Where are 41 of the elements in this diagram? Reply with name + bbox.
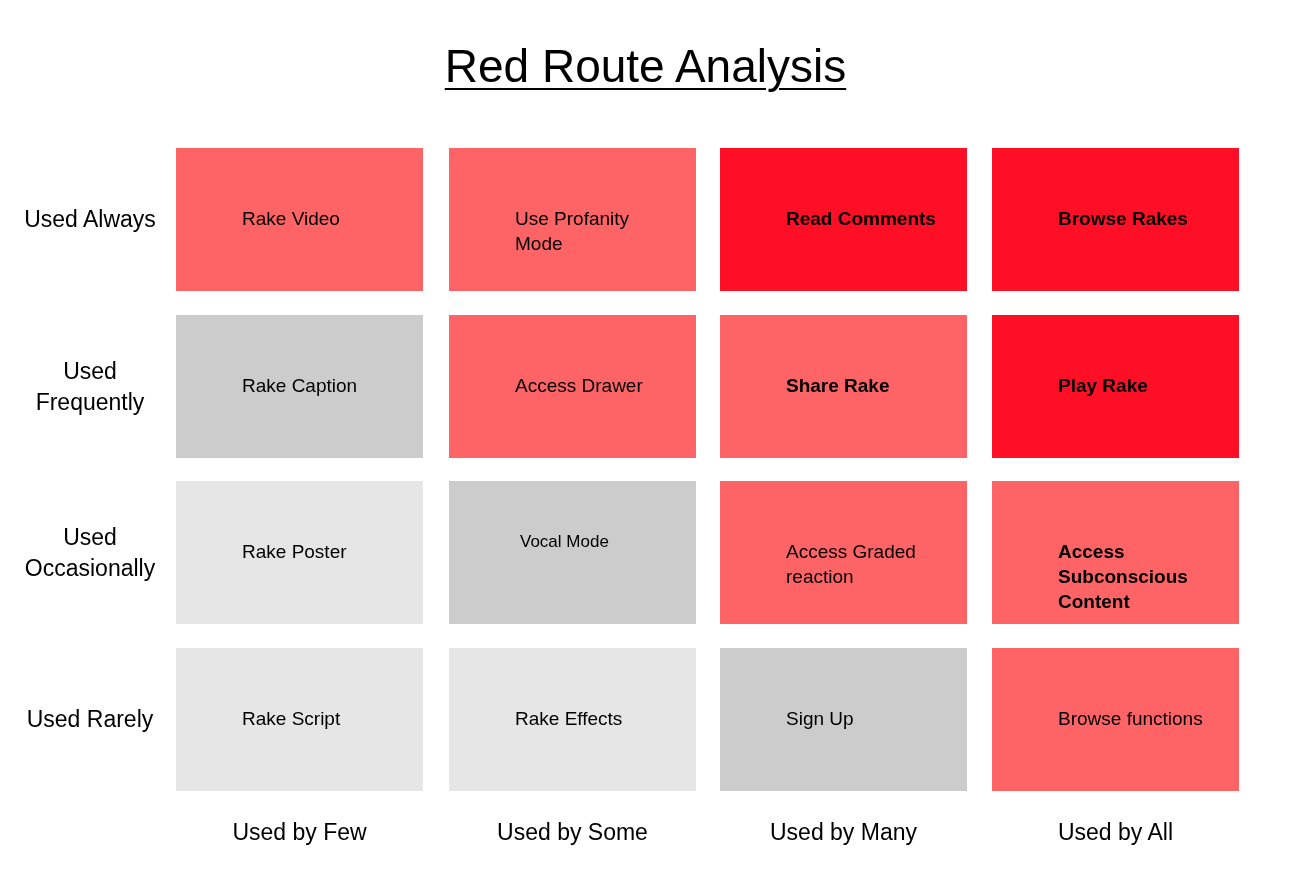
feature-label: Read Comments — [786, 207, 936, 231]
column-header: Used by Many — [769, 818, 918, 847]
feature-label: Use Profanity Mode — [515, 207, 631, 256]
feature-label: Access Graded reaction — [786, 540, 917, 589]
feature-box — [720, 648, 967, 791]
row-header: Used Occasionally — [23, 522, 157, 583]
title: Red Route Analysis — [444, 39, 847, 94]
feature-box — [176, 648, 423, 791]
column-header: Used by Some — [496, 818, 649, 847]
feature-box — [992, 648, 1239, 791]
feature-box — [720, 148, 967, 291]
feature-box — [992, 148, 1239, 291]
feature-box — [449, 481, 696, 624]
feature-label: Play Rake — [1058, 374, 1149, 398]
feature-label: Rake Video — [242, 207, 341, 231]
feature-box — [449, 315, 696, 458]
feature-box — [720, 481, 967, 624]
feature-label: Rake Poster — [242, 540, 348, 564]
feature-label: Access Drawer — [515, 374, 644, 398]
feature-label: Rake Script — [242, 707, 342, 731]
feature-label: Browse Rakes — [1058, 207, 1189, 231]
feature-box — [992, 481, 1239, 624]
feature-box — [992, 315, 1239, 458]
feature-label: Rake Effects — [515, 707, 624, 731]
feature-label: Access Subconscious Content — [1058, 540, 1189, 614]
row-header: Used Rarely — [25, 705, 155, 734]
row-header: Used Frequently — [34, 356, 146, 417]
feature-label: Sign Up — [786, 707, 855, 731]
feature-box — [176, 148, 423, 291]
column-header: Used by All — [1056, 818, 1175, 847]
feature-label: Vocal Mode — [520, 531, 610, 553]
feature-label: Browse functions — [1058, 707, 1204, 731]
feature-box — [176, 315, 423, 458]
row-header: Used Always — [23, 205, 157, 234]
feature-label: Rake Caption — [242, 374, 359, 398]
feature-box — [449, 148, 696, 291]
column-header: Used by Few — [231, 818, 368, 847]
feature-label: Share Rake — [786, 374, 891, 398]
feature-box — [720, 315, 967, 458]
feature-box — [176, 481, 423, 624]
feature-box — [449, 648, 696, 791]
